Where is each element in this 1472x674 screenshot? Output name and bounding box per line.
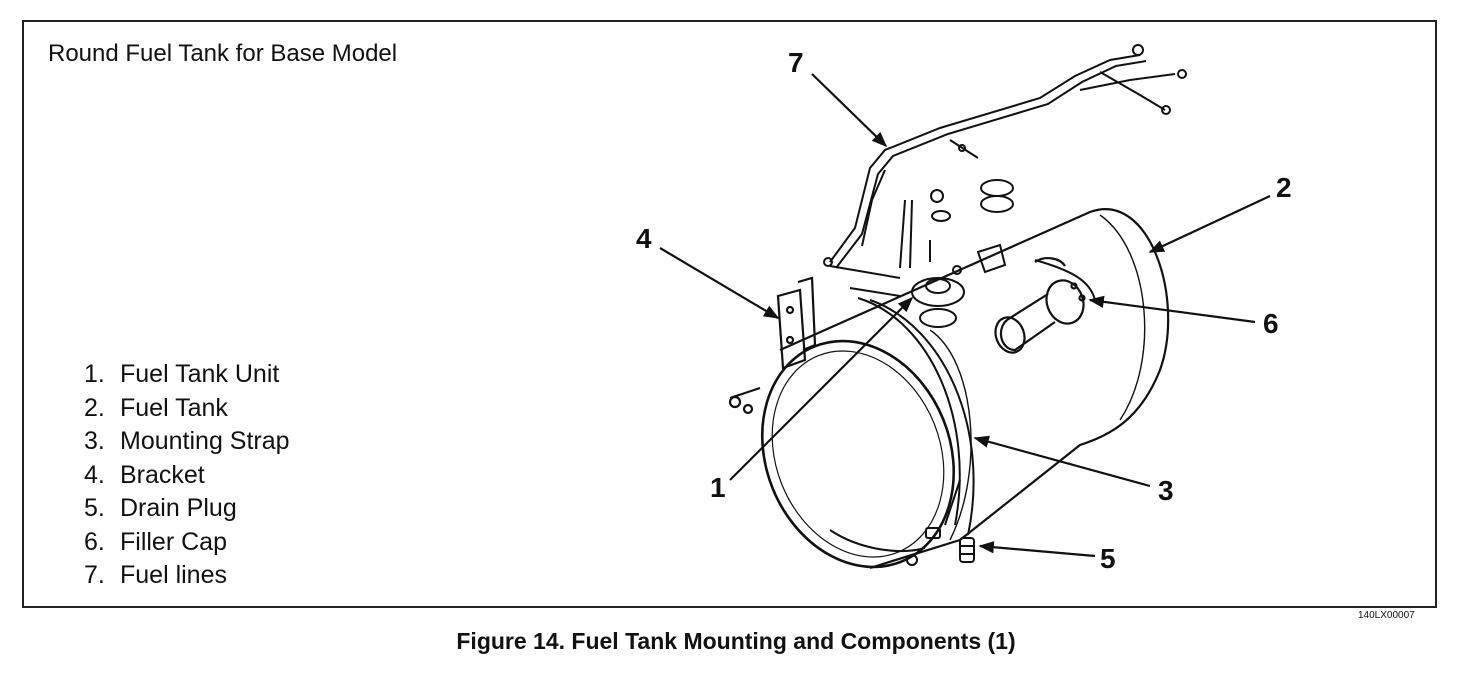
arrow-7 — [811, 73, 888, 148]
legend-label: Fuel Tank — [120, 393, 228, 422]
tank-body-outline — [779, 208, 1170, 570]
tank-seam-front — [929, 329, 972, 541]
callout-4: 4 — [636, 223, 652, 254]
callout-1: 1 — [710, 472, 726, 503]
tank-seam-rear — [1099, 214, 1146, 421]
arrow-1 — [729, 296, 914, 481]
legend-item: 7. Fuel lines — [84, 559, 290, 593]
legend-label: Fuel Tank Unit — [120, 360, 280, 388]
legend-number: 5. — [84, 494, 105, 522]
legend-label: Bracket — [120, 460, 205, 489]
bracket-drawing — [728, 276, 817, 415]
filler-cap-drawing — [994, 256, 1086, 354]
legend-number: 3. — [84, 427, 105, 455]
legend-item: 3. Mounting Strap — [84, 425, 290, 459]
legend-item: 5. Drain Plug — [84, 492, 290, 526]
arrow-5 — [978, 541, 1096, 558]
callout-5: 5 — [1100, 543, 1116, 574]
legend-number: 1. — [84, 360, 105, 388]
arrow-4 — [659, 247, 780, 319]
arrow-3 — [973, 435, 1151, 488]
legend-label: Fuel lines — [120, 561, 227, 589]
legend-label: Drain Plug — [120, 494, 237, 522]
fuel-tank-drawing — [760, 208, 1170, 570]
leader-arrows — [659, 73, 1271, 558]
callout-3: 3 — [1158, 475, 1174, 506]
legend-number: 4. — [84, 460, 105, 489]
legend-item: 1. Fuel Tank Unit — [84, 358, 290, 392]
arrow-6 — [1088, 295, 1256, 324]
fuel-lines-drawing — [823, 44, 1187, 279]
callout-6: 6 — [1263, 308, 1279, 339]
parts-legend: 1. Fuel Tank Unit 2. Fuel Tank 3. Mounting … — [84, 358, 290, 593]
callout-2: 2 — [1276, 172, 1292, 203]
legend-number: 2. — [84, 393, 105, 422]
legend-label: Filler Cap — [120, 527, 227, 556]
figure-caption: Figure 14. Fuel Tank Mounting and Compon… — [456, 628, 1016, 654]
drain-plug-drawing — [906, 479, 975, 566]
legend-label: Mounting Strap — [120, 427, 290, 455]
fuel-tank-unit-drawing — [849, 189, 965, 328]
tank-end-cap — [760, 339, 956, 569]
legend-item: 4. Bracket — [84, 459, 290, 493]
callout-7: 7 — [788, 47, 804, 78]
drawing-id: 140LX00007 — [1358, 610, 1415, 621]
arrow-2 — [1148, 195, 1271, 253]
legend-number: 6. — [84, 527, 105, 556]
legend-item: 2. Fuel Tank — [84, 392, 290, 426]
legend-item: 6. Filler Cap — [84, 526, 290, 560]
figure-frame: Round Fuel Tank for Base Model 1. Fuel Ta… — [22, 20, 1437, 608]
frame-title: Round Fuel Tank for Base Model — [48, 40, 398, 67]
legend-number: 7. — [84, 561, 105, 589]
tank-end-rim — [771, 350, 945, 558]
